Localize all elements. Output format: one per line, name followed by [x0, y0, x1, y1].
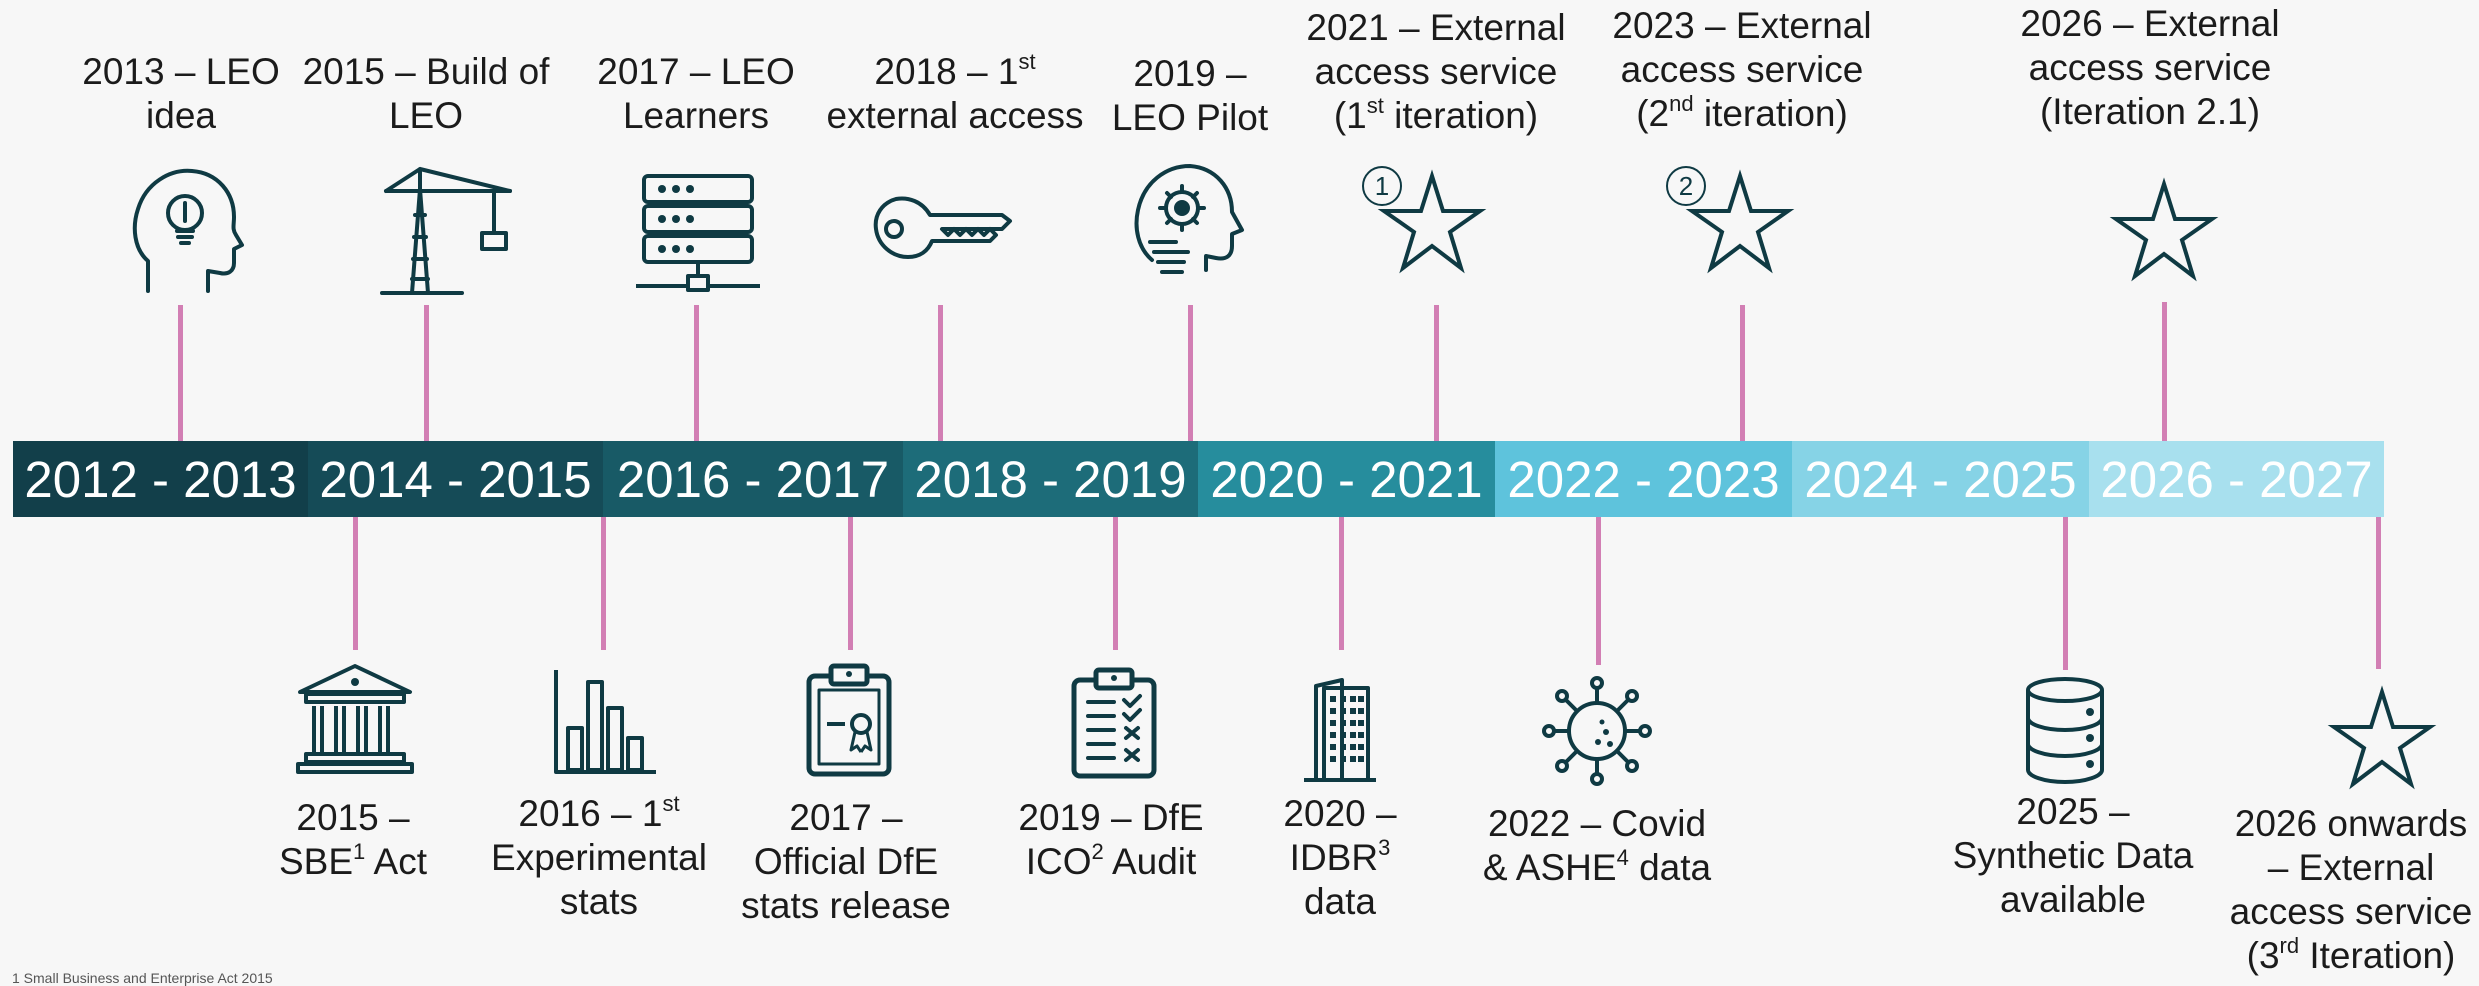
star-icon [2109, 177, 2219, 284]
bank-icon [296, 662, 414, 774]
iteration-badge-2: 2 [1664, 164, 1712, 212]
crane-icon [380, 165, 522, 295]
star-icon [1377, 169, 1487, 276]
period-2026-2027: 2026 - 2027 [2089, 441, 2384, 517]
period-2016-2017: 2016 - 2017 [603, 441, 903, 517]
milestone-label-ico-audit: 2019 – DfE ICO2 Audit [1018, 797, 1204, 882]
milestone-label-eas-iteration-1: 2021 – External access service (1st iter… [1306, 7, 1566, 136]
virus-icon [1540, 674, 1654, 788]
milestone-label-sbe-act: 2015 – SBE1 Act [279, 797, 427, 882]
connector-bottom [848, 517, 853, 650]
database-icon [2024, 676, 2106, 786]
iteration-badge-2-text: 2 [1679, 171, 1693, 201]
milestone-label-experimental-stats: 2016 – 1st Experimental stats [491, 790, 707, 922]
connector-top [1188, 305, 1193, 441]
footnote: 1 Small Business and Enterprise Act 2015 [12, 970, 273, 986]
connector-top [694, 305, 699, 441]
connector-bottom [601, 517, 606, 650]
period-2014-2015: 2014 - 2015 [308, 441, 603, 517]
connector-bottom [2063, 517, 2068, 670]
connector-bottom [1339, 517, 1344, 650]
milestone-label-covid-ashe: 2022 – Covid & ASHE4 data [1482, 803, 1712, 888]
head-lightbulb-icon [130, 165, 246, 295]
head-gear-icon [1132, 160, 1244, 286]
milestone-label-synthetic-data: 2025 – Synthetic Data available [1952, 791, 2194, 920]
connector-bottom [2376, 517, 2381, 669]
milestone-label-leo-pilot: 2019 –LEO Pilot [1111, 53, 1269, 138]
key-icon [872, 195, 1012, 265]
period-2020-2021: 2020 - 2021 [1198, 441, 1495, 517]
connector-top [424, 305, 429, 441]
building-icon [1302, 676, 1378, 782]
connector-top [1740, 305, 1745, 441]
star-icon [2327, 685, 2437, 792]
server-icon [634, 172, 762, 294]
connector-top [1434, 305, 1439, 441]
connector-top [178, 305, 183, 441]
iteration-badge-1-text: 1 [1375, 171, 1389, 201]
milestone-label-first-external-access: 2018 – 1st external access [826, 48, 1084, 136]
connector-bottom [1113, 517, 1118, 650]
milestone-label-eas-iteration-2: 2023 – External access service (2nd iter… [1612, 5, 1872, 134]
clipboard-certificate-icon [805, 662, 893, 778]
period-2018-2019: 2018 - 2019 [903, 441, 1198, 517]
star-icon [1685, 169, 1795, 276]
milestone-label-official-release: 2017 – Official DfE stats release [741, 797, 951, 926]
bar-chart-icon [552, 668, 658, 774]
milestone-label-idbr-data: 2020 – IDBR3 data [1283, 793, 1397, 922]
milestone-label-eas-iteration-2-1: 2026 – External access service (Iteratio… [2020, 3, 2280, 132]
period-2024-2025: 2024 - 2025 [1792, 441, 2089, 517]
connector-bottom [353, 517, 358, 650]
iteration-badge-1: 1 [1360, 164, 1408, 212]
connector-bottom [1596, 517, 1601, 665]
clipboard-checklist-icon [1070, 666, 1158, 780]
period-2012-2013: 2012 - 2013 [13, 441, 308, 517]
period-2022-2023: 2022 - 2023 [1495, 441, 1792, 517]
connector-top [2162, 302, 2167, 441]
connector-top [938, 305, 943, 441]
milestone-label-eas-iteration-3: 2026 onwards – External access service (… [2229, 803, 2473, 976]
